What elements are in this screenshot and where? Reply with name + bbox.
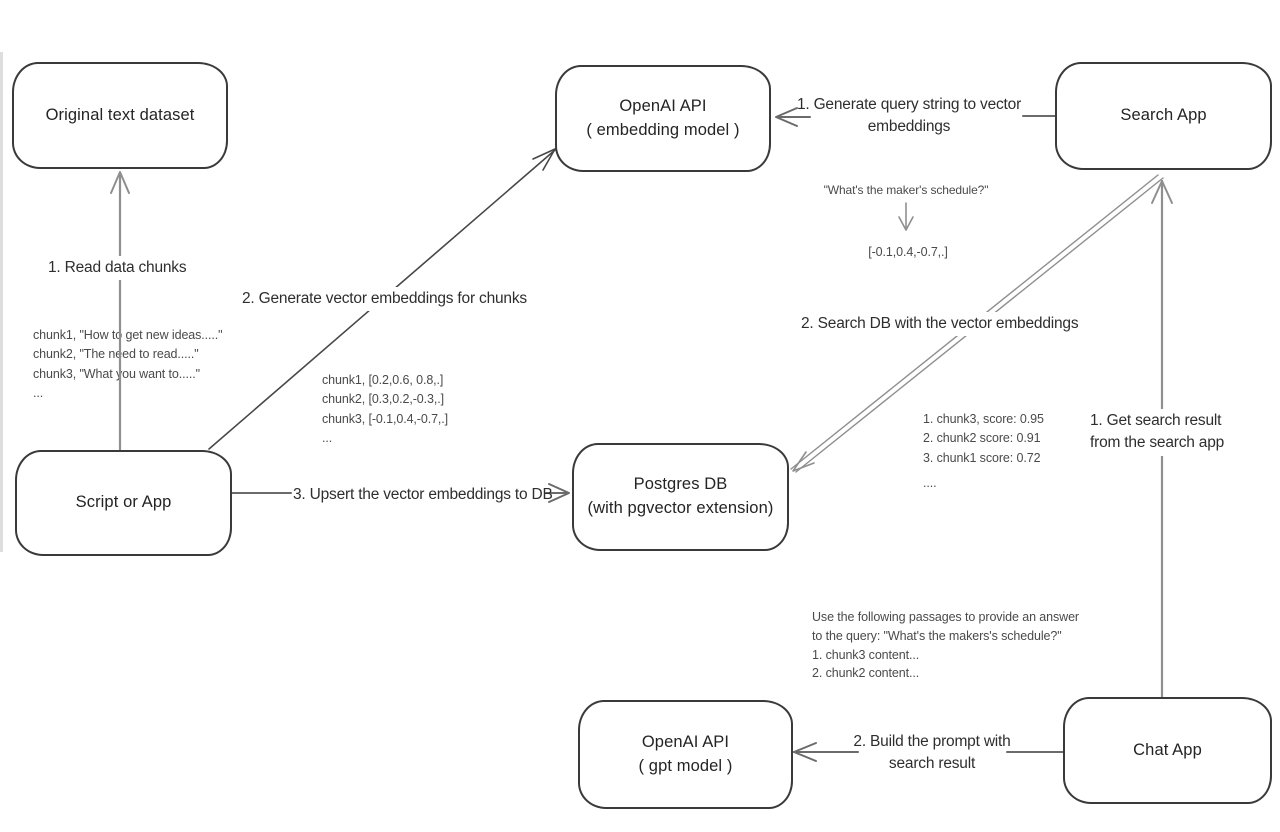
node-label: Script or App bbox=[75, 493, 172, 512]
node-search-app: Search App bbox=[1055, 62, 1272, 170]
left-edge-artifact bbox=[0, 52, 3, 552]
annotation-line: chunk3, "What you want to....." bbox=[33, 366, 200, 381]
annotation-line: 3. chunk1 score: 0.72 bbox=[923, 450, 1041, 465]
edge-label-line2: from the search app bbox=[1090, 434, 1225, 452]
annotation-line: chunk2, [0.3,0.2,-0.3,.] bbox=[322, 392, 444, 407]
annotation-line: 1. chunk3 content... bbox=[812, 647, 920, 662]
node-original-text-dataset: Original text dataset bbox=[12, 62, 228, 169]
edge-label-line2: embeddings bbox=[867, 118, 951, 136]
annotation-line: 2. chunk2 content... bbox=[812, 666, 920, 681]
edge-label-line1: 2. Build the prompt with bbox=[853, 733, 1011, 750]
arrow-query-to-vector bbox=[775, 107, 1056, 127]
edge-label-get-search-result: 1. Get search result from the search app bbox=[1086, 409, 1229, 456]
node-label-line2: ( embedding model ) bbox=[586, 120, 740, 139]
edge-label-query-to-vector: 1. Generate query string to vector embed… bbox=[791, 94, 1027, 139]
annotation-query-vector: [-0.1,0.4,-0.7,.] bbox=[868, 245, 948, 259]
node-chat-app: Chat App bbox=[1063, 697, 1272, 804]
edge-label-search-db: 2. Search DB with the vector embeddings bbox=[797, 312, 1083, 337]
annotation-line: ... bbox=[33, 386, 44, 401]
node-openai-api-embedding: OpenAI API ( embedding model ) bbox=[555, 65, 771, 172]
annotation-line: chunk1, [0.2,0.6, 0.8,.] bbox=[322, 373, 444, 387]
arrow-build-prompt bbox=[793, 742, 1064, 762]
annotation-line: Use the following passages to provide an… bbox=[812, 610, 1079, 624]
node-postgres-db: Postgres DB (with pgvector extension) bbox=[572, 443, 789, 551]
node-label-line1: OpenAI API bbox=[641, 732, 730, 751]
edge-label-generate-embeddings: 2. Generate vector embeddings for chunks bbox=[238, 287, 531, 312]
arrow-query-example bbox=[898, 202, 914, 231]
edge-label-line1: 1. Generate query string to vector bbox=[796, 96, 1022, 113]
node-script-or-app: Script or App bbox=[15, 450, 232, 556]
annotation-line: ... bbox=[322, 431, 333, 446]
node-label-line1: OpenAI API bbox=[619, 96, 707, 115]
annotation-line: chunk3, [-0.1,0.4,-0.7,.] bbox=[322, 411, 449, 426]
annotation-prompt-example: Use the following passages to provide an… bbox=[812, 608, 1079, 683]
node-label-line2: (with pgvector extension) bbox=[587, 499, 774, 517]
annotation-chunk-vectors: chunk1, [0.2,0.6, 0.8,.] chunk2, [0.3,0.… bbox=[322, 371, 448, 449]
annotation-line: .... bbox=[923, 476, 937, 491]
node-label: Search App bbox=[1120, 106, 1207, 125]
edge-label-line1: 1. Get search result bbox=[1090, 412, 1222, 429]
edge-label-build-prompt: 2. Build the prompt with search result bbox=[850, 731, 1014, 776]
node-label: Original text dataset bbox=[45, 105, 195, 124]
edge-label-line2: search result bbox=[888, 755, 976, 773]
node-label-line1: Postgres DB bbox=[633, 475, 728, 494]
annotation-search-scores: 1. chunk3, score: 0.95 2. chunk2 score: … bbox=[923, 410, 1044, 494]
node-label-line2: ( gpt model ) bbox=[638, 756, 733, 775]
annotation-query-question: "What's the maker's schedule?" bbox=[823, 183, 989, 197]
node-label: Chat App bbox=[1133, 740, 1202, 759]
annotation-chunk-texts: chunk1, "How to get new ideas....." chun… bbox=[33, 326, 223, 404]
annotation-line: to the query: "What's the makers's sched… bbox=[812, 628, 1062, 643]
arrow-read-data-chunks bbox=[110, 171, 130, 452]
annotation-line: chunk2, "The need to read....." bbox=[33, 347, 199, 362]
node-openai-api-gpt: OpenAI API ( gpt model ) bbox=[578, 700, 793, 809]
annotation-line: 2. chunk2 score: 0.91 bbox=[923, 431, 1041, 446]
annotation-line: 1. chunk3, score: 0.95 bbox=[923, 412, 1044, 426]
edge-label-upsert-to-db: 3. Upsert the vector embeddings to DB bbox=[293, 486, 553, 503]
edge-label-read-data-chunks: 1. Read data chunks bbox=[44, 256, 191, 281]
arrow-upsert-to-db bbox=[227, 483, 570, 503]
annotation-line: chunk1, "How to get new ideas....." bbox=[33, 328, 223, 342]
